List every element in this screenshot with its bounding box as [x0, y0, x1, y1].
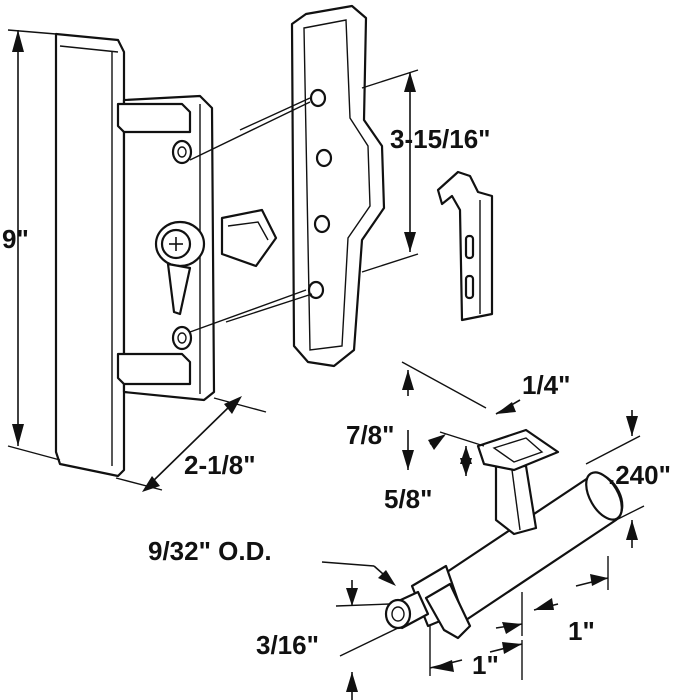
latch-cam-assembly	[384, 428, 624, 640]
label-length-b: 1"	[472, 650, 499, 680]
label-tube-diameter: .240"	[608, 460, 671, 490]
key-cylinder	[154, 220, 206, 316]
keeper-hook	[436, 170, 494, 322]
label-hole-spacing: 3-15/16"	[390, 124, 491, 154]
inside-handle-boss-4	[307, 280, 325, 300]
label-cam-height: 7/8"	[346, 420, 394, 450]
label-width: 2-1/8"	[184, 450, 256, 480]
inside-handle-boss-2	[315, 148, 333, 168]
upper-screw-hole	[171, 139, 193, 165]
label-height: 9"	[2, 224, 29, 254]
inside-handle	[290, 4, 386, 368]
outside-pull-handle	[54, 32, 216, 478]
lower-screw-hole	[171, 325, 193, 351]
dimension-lines	[7, 29, 645, 700]
label-tip-length: 3/16"	[256, 630, 319, 660]
inside-handle-boss-1	[309, 88, 327, 108]
label-length-a: 1"	[568, 616, 595, 646]
label-cam-offset: 5/8"	[384, 484, 432, 514]
latch-tab	[220, 208, 278, 268]
label-cam-width: 1/4"	[522, 370, 570, 400]
inside-handle-boss-3	[313, 214, 331, 234]
label-shaft-od: 9/32" O.D.	[148, 536, 272, 566]
